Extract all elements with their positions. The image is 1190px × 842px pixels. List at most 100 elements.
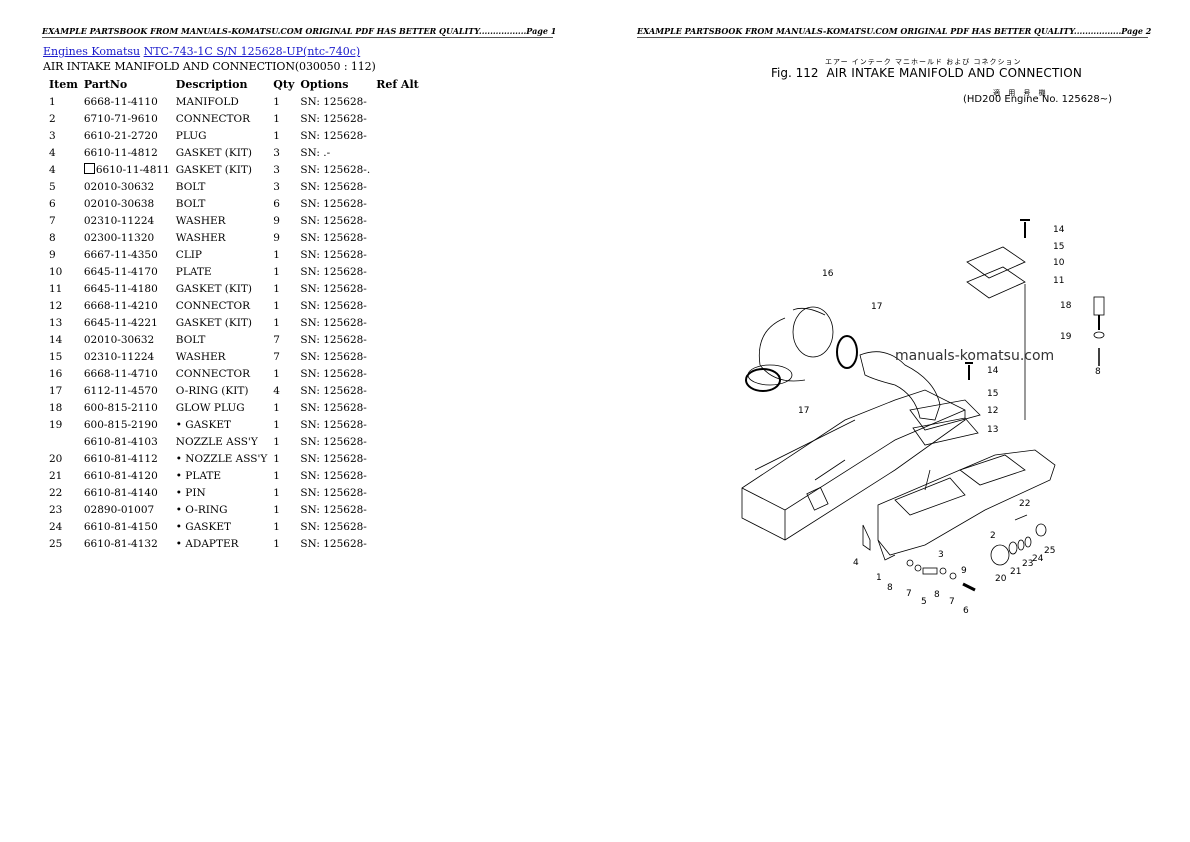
cell-options: SN: 125628- — [300, 316, 367, 329]
cell-options: SN: 125628-. — [300, 163, 371, 176]
cell-partno: 600-815-2110 — [83, 401, 158, 414]
callout-25: 25 — [1044, 546, 1055, 556]
callout-19: 19 — [1060, 332, 1072, 342]
cell-partno: 02310-11224 — [83, 214, 155, 227]
o-ring — [745, 368, 781, 392]
callout-12: 12 — [987, 406, 998, 416]
cell-ref-alt — [370, 93, 419, 110]
cell-description: BOLT — [175, 333, 206, 346]
cell-ref-alt — [370, 178, 419, 195]
col-partno: PartNo — [83, 78, 128, 91]
cell-description: GASKET (KIT) — [175, 146, 252, 159]
cell-description: GASKET (KIT) — [175, 163, 252, 176]
cell-partno: 6610-11-4811 — [78, 161, 170, 178]
cell-options: SN: 125628- — [300, 95, 367, 108]
cell-options: SN: 125628- — [300, 350, 367, 363]
cell-description: PLATE — [175, 265, 212, 278]
callout-8: 8 — [934, 590, 940, 600]
cell-ref-alt — [370, 348, 419, 365]
cell-partno: 6112-11-4570 — [83, 384, 158, 397]
callout-6: 6 — [963, 606, 969, 616]
cell-qty: 9 — [273, 214, 280, 227]
callout-21: 21 — [1010, 567, 1021, 577]
cell-partno: 6710-71-9610 — [83, 112, 158, 125]
elbow-connector — [747, 306, 834, 386]
cell-description: CLIP — [175, 248, 203, 261]
callout-22: 22 — [1019, 499, 1030, 509]
cell-options: SN: 125628- — [300, 112, 367, 125]
cell-qty: 7 — [273, 333, 280, 346]
cell-item: 12 — [49, 299, 63, 312]
callout-23: 23 — [1022, 559, 1033, 569]
cell-item: 15 — [49, 350, 63, 363]
cell-description: • O-RING — [175, 503, 228, 516]
breadcrumb-link-engines[interactable]: Engines Komatsu — [43, 45, 141, 58]
callout-15: 15 — [1053, 242, 1064, 252]
cell-options: SN: 125628- — [300, 401, 367, 414]
cell-item: 1 — [49, 95, 56, 108]
cell-partno: 6610-11-4812 — [83, 146, 158, 159]
cell-item: 14 — [49, 333, 63, 346]
cell-item: 6 — [49, 197, 56, 210]
engine-block-outline — [741, 389, 966, 541]
cover-plate — [966, 246, 1026, 299]
cell-partno: 02310-11224 — [83, 350, 155, 363]
cell-qty: 3 — [273, 146, 280, 159]
cell-item: 22 — [49, 486, 63, 499]
cell-partno: 02010-30632 — [83, 180, 155, 193]
cell-ref-alt — [370, 144, 419, 161]
cell-partno: 6610-81-4150 — [83, 520, 158, 533]
figure-title-japanese: エアー インテーク マニホールド および コネクション — [825, 58, 1022, 66]
cell-description: • PLATE — [175, 469, 222, 482]
diagram-page: EXAMPLE PARTSBOOK FROM MANUALS-KOMATSU.C… — [595, 0, 1190, 842]
applicability-japanese: 適 用 号 機 — [993, 89, 1049, 97]
callout-20: 20 — [995, 574, 1007, 584]
cell-options: SN: 125628- — [300, 248, 367, 261]
cell-options: SN: 125628- — [300, 418, 367, 431]
cell-options: SN: 125628- — [300, 469, 367, 482]
cell-ref-alt — [370, 229, 419, 246]
cell-options: SN: 125628- — [300, 486, 367, 499]
table-header-row: Item PartNo Description Qty Options Ref … — [43, 76, 419, 93]
callout-7: 7 — [906, 589, 912, 599]
cell-options: SN: 125628- — [300, 367, 367, 380]
cell-ref-alt — [370, 501, 419, 518]
cell-item: 23 — [49, 503, 63, 516]
cell-options: SN: 125628- — [300, 282, 367, 295]
cell-partno: 6667-11-4350 — [83, 248, 158, 261]
cell-item: 21 — [49, 469, 63, 482]
cell-options: SN: 125628- — [300, 265, 367, 278]
cell-qty: 1 — [273, 112, 280, 125]
breadcrumb-link-model[interactable]: NTC-743-1C S/N 125628-UP(ntc-740c) — [143, 45, 361, 58]
cell-options: SN: 125628- — [300, 333, 367, 346]
cell-partno: 600-815-2190 — [83, 418, 158, 431]
callout-13: 13 — [987, 425, 998, 435]
cell-description: WASHER — [175, 231, 226, 244]
cell-item: 9 — [49, 248, 56, 261]
cell-description: WASHER — [175, 214, 226, 227]
cell-options: SN: .- — [300, 146, 331, 159]
cell-description: • GASKET — [175, 418, 231, 431]
cell-qty: 1 — [273, 401, 280, 414]
cell-qty: 7 — [273, 350, 280, 363]
cell-description: • GASKET — [175, 520, 231, 533]
cell-qty: 9 — [273, 231, 280, 244]
cell-partno: 6610-81-4132 — [83, 537, 158, 550]
cell-ref-alt — [370, 535, 419, 552]
cell-item: 7 — [49, 214, 56, 227]
cell-qty: 1 — [273, 537, 280, 550]
